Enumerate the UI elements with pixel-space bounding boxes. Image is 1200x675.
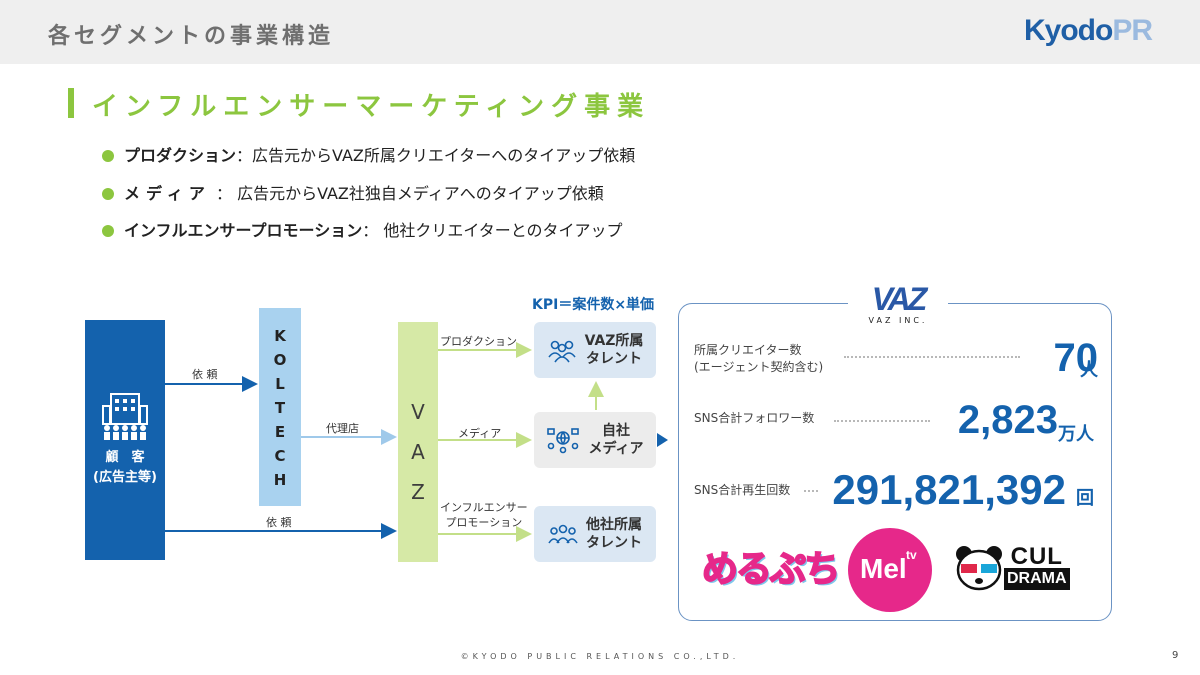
label-line: 所属クリエイター数 bbox=[694, 343, 802, 357]
bullet-media: メディア ： 広告元からVAZ社独自メディアへのタイアップ依頼 bbox=[102, 180, 604, 204]
client-sub: (広告主等) bbox=[93, 470, 157, 485]
page-title: 各セグメントの事業構造 bbox=[48, 24, 335, 49]
label-route-production: プロダクション bbox=[440, 335, 517, 348]
bullet-term: インフルエンサープロモーション bbox=[124, 221, 363, 240]
letter: V bbox=[411, 400, 425, 424]
section-accent-bar bbox=[68, 88, 74, 118]
logo-main: Kyodo bbox=[1023, 14, 1113, 47]
vaz-box: V A Z bbox=[398, 322, 438, 562]
vaz-logo-sub: VAZ INC. bbox=[868, 316, 928, 325]
merupuchi-logo: めるぷち bbox=[701, 547, 841, 590]
client-box: 顧 客 (広告主等) bbox=[85, 320, 165, 560]
letter: C bbox=[274, 447, 286, 465]
label-request-bottom: 依 頼 bbox=[266, 516, 292, 529]
bullet-dot bbox=[102, 225, 114, 237]
letter: H bbox=[273, 471, 287, 489]
people-icon bbox=[548, 524, 578, 544]
bullet-term: プロダクション bbox=[124, 146, 237, 165]
meltv-tv: tv bbox=[906, 548, 917, 562]
kpi-formula: KPI＝案件数×単価 bbox=[532, 297, 655, 313]
bullet-dot bbox=[102, 188, 114, 200]
label-request-top: 依 頼 bbox=[192, 368, 218, 381]
node-vaz-talent: VAZ所属 タレント bbox=[534, 322, 656, 378]
bullet-influencer: インフルエンサープロモーション： 他社クリエイターとのタイアップ bbox=[102, 217, 623, 241]
building-icon bbox=[102, 393, 148, 440]
leader-dots bbox=[834, 420, 930, 422]
stat-creators-unit: 人 bbox=[1080, 360, 1098, 381]
letter: K bbox=[274, 327, 286, 345]
stat-plays-label: SNS合計再生回数 bbox=[694, 483, 791, 497]
label-agency: 代理店 bbox=[326, 422, 359, 435]
meltv-logo: Mel tv bbox=[848, 528, 932, 612]
vaz-logo: VAZ VAZ INC. bbox=[848, 282, 948, 328]
bullet-dot bbox=[102, 150, 114, 162]
node-label: 自社 メディア bbox=[588, 423, 644, 457]
label-route-influencer: インフルエンサー プロモーション bbox=[440, 501, 528, 529]
koltech-box: K O L T E C H bbox=[259, 308, 301, 506]
letter: E bbox=[274, 423, 286, 441]
bullet-text: ： 広告元からVAZ社独自メディアへのタイアップ依頼 bbox=[210, 184, 604, 203]
stat-plays-unit: 回 bbox=[1076, 488, 1094, 509]
node-label: 他社所属 タレント bbox=[586, 517, 642, 551]
stat-followers-label: SNS合計フォロワー数 bbox=[694, 411, 815, 425]
bullet-text: ： 他社クリエイターとのタイアップ bbox=[362, 221, 623, 240]
bullet-text: ：広告元からVAZ所属クリエイターへのタイアップ依頼 bbox=[236, 146, 636, 165]
page-header bbox=[0, 0, 1200, 64]
media-icon bbox=[547, 428, 580, 454]
stat-followers-unit: 万人 bbox=[1058, 424, 1094, 445]
stat-creators-value: 70 bbox=[1053, 336, 1099, 380]
node-other-talent: 他社所属 タレント bbox=[534, 506, 656, 562]
label-line: (エージェント契約含む) bbox=[694, 360, 824, 374]
panda-icon bbox=[956, 546, 1002, 591]
page-number: 9 bbox=[1172, 650, 1179, 661]
people-icon bbox=[547, 340, 576, 363]
bullet-production: プロダクション：広告元からVAZ所属クリエイターへのタイアップ依頼 bbox=[102, 142, 635, 166]
arrow-to-stats bbox=[657, 433, 668, 447]
culdrama-bottom: DRAMA bbox=[1004, 568, 1070, 590]
letter: L bbox=[275, 375, 285, 393]
letter: Z bbox=[411, 480, 425, 504]
label-route-media: メディア bbox=[458, 427, 502, 440]
letter: O bbox=[273, 351, 287, 369]
kyodopr-logo: KyodoPR bbox=[1023, 14, 1153, 48]
node-label: VAZ所属 タレント bbox=[584, 333, 644, 367]
leader-dots bbox=[804, 490, 818, 492]
stat-followers-value: 2,823 bbox=[957, 398, 1058, 442]
letter: A bbox=[411, 440, 425, 464]
meltv-text: Mel bbox=[860, 553, 907, 584]
letter: T bbox=[274, 399, 286, 417]
copyright: ©KYODO PUBLIC RELATIONS CO.,LTD. bbox=[460, 652, 740, 661]
culdrama-logo: CUL DRAMA bbox=[1004, 543, 1070, 590]
node-media: 自社 メディア bbox=[534, 412, 656, 468]
culdrama-top: CUL bbox=[1010, 543, 1063, 570]
vaz-logo-mark: VAZ bbox=[871, 281, 928, 317]
client-name: 顧 客 bbox=[105, 450, 145, 465]
stat-plays-value: 291,821,392 bbox=[832, 466, 1066, 513]
section-title: インフルエンサーマーケティング事業 bbox=[92, 92, 651, 122]
logo-accent: PR bbox=[1112, 14, 1153, 47]
bullet-term: メディア bbox=[124, 184, 211, 203]
stat-creators-label: 所属クリエイター数 (エージェント契約含む) bbox=[694, 342, 823, 376]
koltech-letters: K O L T E C H bbox=[259, 324, 301, 492]
leader-dots bbox=[844, 356, 1020, 358]
vaz-letters: V A Z bbox=[398, 392, 438, 512]
